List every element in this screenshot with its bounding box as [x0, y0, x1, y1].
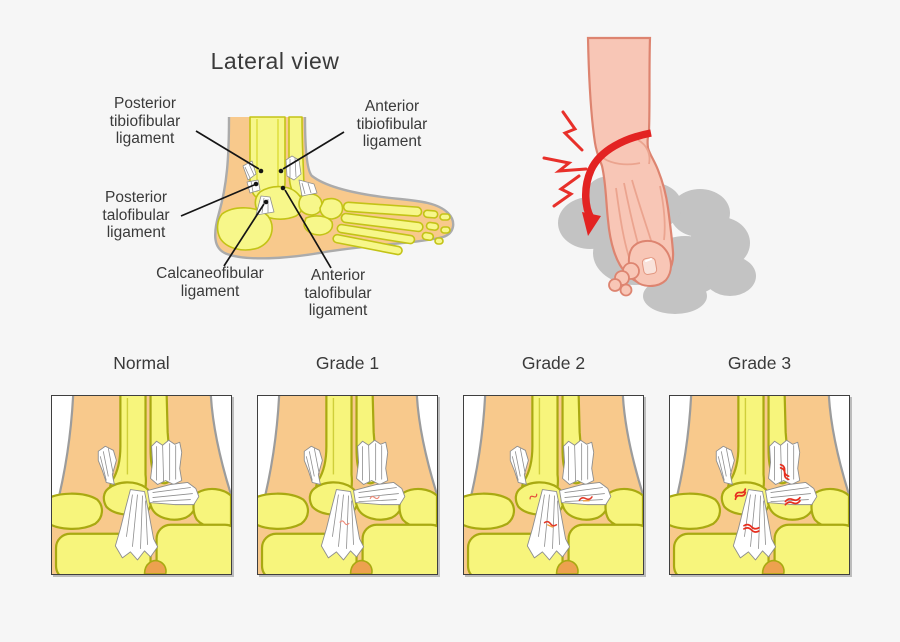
- grade-label-grade1: Grade 1: [315, 353, 380, 373]
- ligament-tear-mark: [743, 523, 760, 530]
- twist-arrow: [582, 129, 652, 236]
- twisted-foot: [586, 36, 675, 297]
- panel-ligaments: [97, 439, 200, 561]
- ligament-tear-mark: [543, 520, 558, 527]
- ligament-tear-accent: [582, 499, 590, 502]
- ligament-tear-mark: [339, 520, 350, 526]
- ankle-sprain-illustration: [542, 36, 756, 314]
- tear-layer: [734, 463, 801, 533]
- leader-dots: [253, 168, 286, 205]
- tear-layer: [529, 493, 593, 528]
- ankle-anterior-view: [670, 396, 849, 574]
- ligament-tear-mark: [578, 496, 593, 502]
- panel-grade3: [669, 395, 850, 575]
- ligament-tear-mark: [369, 495, 380, 500]
- panel-ligaments: [715, 439, 818, 561]
- lateral-ankle-diagram: [180, 116, 455, 269]
- ankle-anterior-view: [258, 396, 437, 574]
- lateral-view-title: Lateral view: [210, 48, 340, 74]
- pain-flash-icon: [542, 110, 588, 208]
- ligament-tear-mark: [779, 467, 790, 481]
- ligament-tear-mark: [734, 488, 747, 497]
- label-posterior-tibiofibular: Posterior tibiofibular ligament: [109, 95, 181, 147]
- panel-grade1: [257, 395, 438, 575]
- label-anterior-talofibular: Anterior talofibular ligament: [304, 267, 372, 319]
- panel-normal: [51, 395, 232, 575]
- grade-label-normal: Normal: [113, 353, 170, 373]
- ligament-tear-mark: [743, 527, 760, 533]
- label-anterior-tibiofibular: Anterior tibiofibular ligament: [356, 98, 428, 150]
- ligament-tear-mark: [784, 499, 801, 506]
- ligament-tear-mark: [529, 493, 538, 500]
- grade-label-grade2: Grade 2: [521, 353, 586, 373]
- ankle-anterior-view: [464, 396, 643, 574]
- panel-grade2: [463, 395, 644, 575]
- panel-ligaments: [303, 439, 406, 561]
- label-calcaneofibular: Calcaneofibular ligament: [156, 265, 264, 300]
- grade-label-grade3: Grade 3: [727, 353, 792, 373]
- leader-lines: [180, 130, 345, 269]
- ankle-anterior-view: [52, 396, 231, 574]
- tear-layer: [339, 495, 380, 526]
- ligament-tear-mark: [734, 491, 747, 501]
- ligament-tear-accent: [546, 524, 554, 528]
- ligament-tear-mark: [784, 496, 801, 503]
- label-posterior-talofibular: Posterior talofibular ligament: [102, 189, 170, 241]
